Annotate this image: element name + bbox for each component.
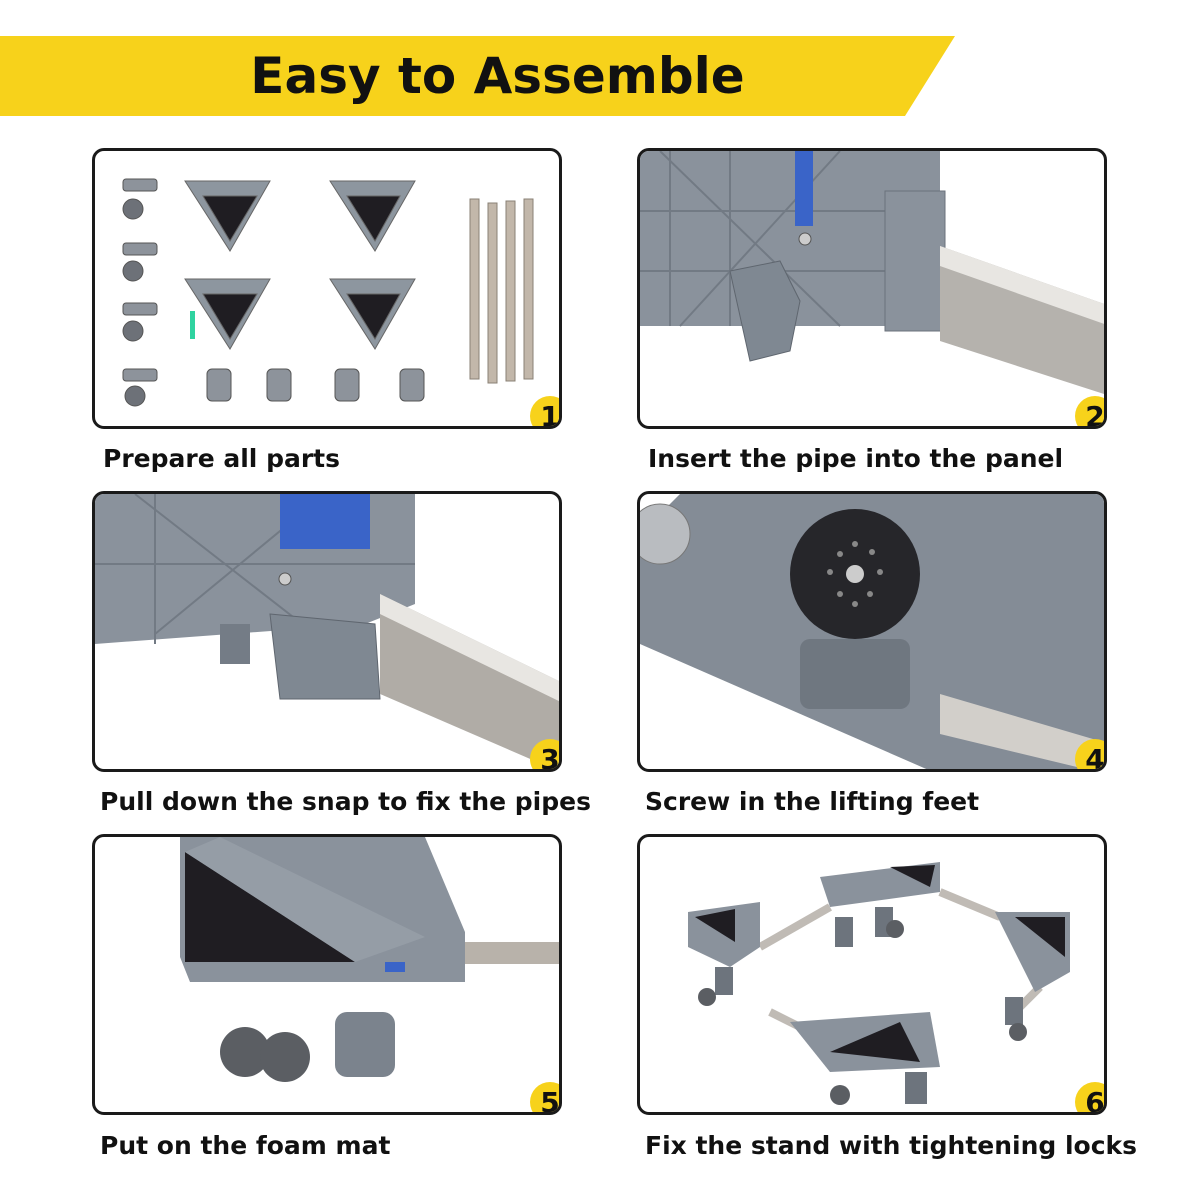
- step-6-image-panel: 6: [637, 834, 1107, 1115]
- page-title: Easy to Assemble: [250, 47, 745, 105]
- step-2-number-badge: 2: [1075, 396, 1104, 426]
- step-4-image-panel: 4: [637, 491, 1107, 772]
- step-1-caption: Prepare all parts: [103, 444, 340, 473]
- step-4-caption: Screw in the lifting feet: [645, 787, 980, 816]
- lifting-feet-illustration: [640, 494, 1104, 769]
- assembled-stand-illustration: [688, 862, 1070, 1105]
- step-6-caption: Fix the stand with tightening locks: [645, 1131, 1138, 1160]
- pipe-insert-illustration: [640, 151, 1104, 395]
- step-3-image-panel: 3: [92, 491, 562, 772]
- step-3-caption: Pull down the snap to fix the pipes: [100, 787, 591, 816]
- step-3-number-badge: 3: [530, 739, 559, 769]
- step-4-number-badge: 4: [1075, 739, 1104, 769]
- header-banner: Easy to Assemble: [0, 36, 955, 116]
- snap-lock-illustration: [95, 494, 559, 769]
- step-5-caption: Put on the foam mat: [100, 1131, 391, 1160]
- parts-illustration: [122, 178, 534, 407]
- banner-shape: [0, 36, 955, 116]
- step-5-number-badge: 5: [530, 1082, 559, 1112]
- step-2-caption: Insert the pipe into the panel: [648, 444, 1064, 473]
- step-2-image-panel: 2: [637, 148, 1107, 429]
- step-6-number-badge: 6: [1075, 1082, 1104, 1112]
- foam-mat-illustration: [180, 837, 559, 1082]
- step-1-number-badge: 1: [530, 396, 559, 426]
- step-5-image-panel: 5: [92, 834, 562, 1115]
- step-1-image-panel: 1: [92, 148, 562, 429]
